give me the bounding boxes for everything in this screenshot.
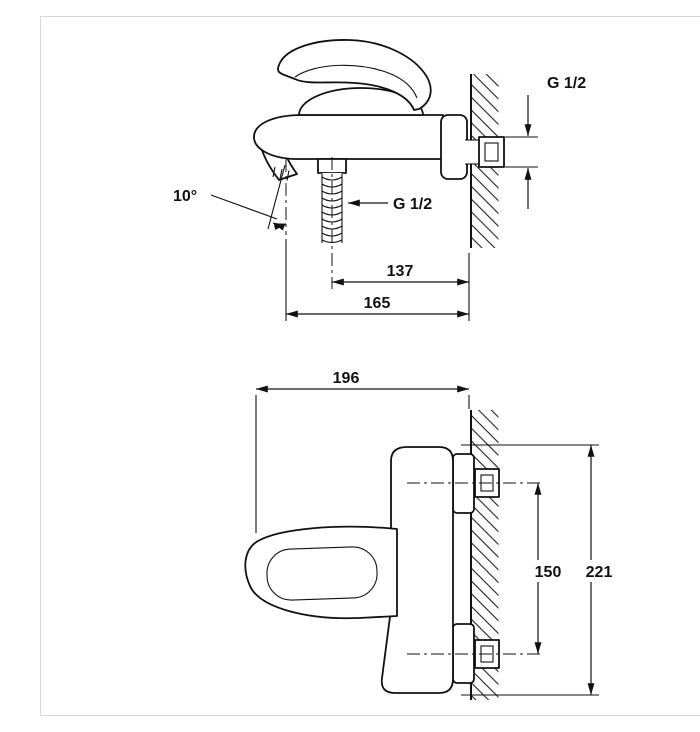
faucet-side-profile	[253, 39, 505, 245]
wall-escutcheon	[440, 114, 468, 180]
dimension-137: 137	[332, 253, 470, 321]
side-view: 10° G 1/2 G 1/2 137 165	[173, 39, 586, 321]
dimension-wall-thread: G 1/2	[505, 75, 586, 209]
faucet-body-front	[380, 446, 454, 694]
wall-union-nut-inner	[484, 142, 499, 162]
dim-150-text-mask	[525, 560, 571, 582]
faucet-body	[253, 114, 444, 160]
front-view: 196 150 221	[244, 370, 621, 700]
label-hose-thread: G 1/2	[348, 196, 432, 213]
lever-contour-line	[294, 64, 418, 99]
dimension-165: 165	[285, 239, 469, 321]
dim-150-value: 150	[535, 564, 562, 581]
angle-arc	[272, 222, 287, 231]
wall-thread-label: G 1/2	[547, 75, 586, 92]
dimension-150: 150	[525, 483, 571, 654]
faucet-installation-drawing: 10° G 1/2 G 1/2 137 165	[40, 16, 700, 716]
dimension-221: 221	[461, 444, 621, 696]
aerator-detail	[272, 166, 290, 181]
spout-axis-tilted	[267, 164, 286, 230]
dimension-spout-angle: 10°	[173, 188, 287, 231]
faucet-front-profile	[244, 446, 500, 694]
inlet-pipe	[465, 140, 481, 164]
spout-angle-label: 10°	[173, 188, 197, 205]
technical-drawing-canvas: 10° G 1/2 G 1/2 137 165	[173, 39, 621, 700]
angle-leader-line	[210, 194, 278, 220]
dim-221-text-mask	[577, 560, 621, 582]
dim-137-value: 137	[387, 263, 414, 280]
lever-inner-contour	[266, 546, 378, 601]
wall-union-nut	[478, 136, 505, 168]
mixer-lever	[277, 39, 432, 111]
dimension-196: 196	[255, 370, 470, 533]
mixer-lever-front	[244, 525, 398, 620]
dim-165-value: 165	[364, 295, 391, 312]
hose-thread-label: G 1/2	[393, 196, 432, 213]
dim-196-value: 196	[333, 370, 360, 387]
dim-221-value: 221	[586, 564, 613, 581]
